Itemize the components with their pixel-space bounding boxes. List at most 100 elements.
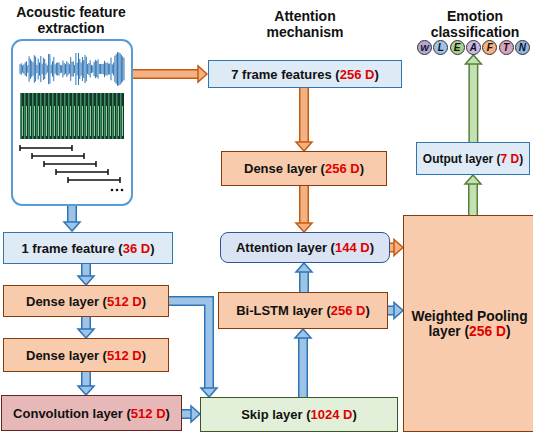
text-part: Convolution layer (: [13, 406, 131, 421]
text-part: 1 frame feature (: [22, 241, 123, 256]
wave-stroke: [69, 64, 70, 73]
arrow-head: [295, 329, 311, 338]
arrow-fill: [300, 338, 307, 397]
text-part: Bi-LSTM layer (: [236, 303, 331, 318]
arrow-outline: [299, 272, 309, 292]
arrow-outline: [133, 69, 198, 79]
input-panel: [12, 40, 132, 205]
text-part: 7 frame features (: [231, 67, 339, 82]
wave-stroke: [121, 55, 122, 83]
layer-box: Skip layer (1024 D): [200, 397, 398, 432]
arrow-outline: [81, 317, 91, 329]
wave-stroke: [116, 54, 117, 84]
arrow-head: [465, 55, 481, 64]
arrow-fill: [169, 301, 209, 388]
text-part: Dense layer (: [26, 294, 107, 309]
connector-arrow: [296, 263, 312, 292]
wave-stroke: [90, 60, 91, 77]
emotion-letter: L: [438, 42, 444, 53]
wave-stroke: [124, 58, 125, 81]
text-part: ): [374, 67, 378, 82]
frame-window: [20, 147, 72, 149]
wave-stroke: [95, 60, 96, 78]
wave-stroke: [78, 53, 79, 85]
wave-stroke: [98, 59, 99, 78]
connector-arrow: [465, 55, 481, 142]
wave-stroke: [85, 55, 86, 83]
layer-label: Skip layer (1024 D): [241, 407, 357, 422]
arrow-head: [198, 66, 207, 82]
arrow-outline: [468, 184, 478, 215]
text-part: Attention layer (: [236, 240, 335, 255]
arrow-fill: [470, 64, 477, 142]
wave-stroke: [39, 62, 40, 75]
wave-stroke: [51, 65, 52, 74]
text-part: ): [166, 406, 170, 421]
wave-stroke: [26, 61, 27, 76]
layer-box: Dense layer (256 D): [221, 151, 387, 186]
wave-stroke: [31, 61, 32, 77]
column-title: Emotion classification: [418, 8, 532, 40]
connector-arrow: [295, 329, 311, 397]
frame-windows: [20, 145, 120, 183]
wave-stroke: [56, 63, 57, 75]
wave-stroke: [49, 54, 50, 84]
wave-stroke: [74, 65, 75, 73]
wave-stroke: [62, 61, 63, 78]
wave-stroke: [55, 64, 56, 73]
wave-stroke: [111, 58, 112, 81]
arrow-fill: [69, 206, 76, 222]
connector-arrow: [388, 303, 403, 319]
wave-stroke: [77, 63, 78, 76]
wave-stroke: [59, 62, 60, 75]
layer-box: Output layer (7 D): [416, 142, 530, 175]
dimension-number: 1024 D: [311, 407, 353, 422]
emotion-circle: W: [417, 40, 432, 55]
wave-stroke: [88, 63, 89, 75]
text-part: ): [370, 240, 374, 255]
arrow-head: [201, 388, 217, 397]
column-title: Acoustic feature extraction: [0, 4, 142, 36]
dimension-number: 256 D: [469, 324, 506, 339]
wave-stroke: [61, 65, 62, 73]
frame-tick: [83, 153, 85, 159]
frame-window: [68, 179, 120, 181]
wave-stroke: [60, 65, 61, 73]
layer-box: Attention layer (144 D): [220, 232, 390, 263]
arrow-head: [64, 222, 80, 231]
frame-window: [44, 163, 96, 165]
wave-stroke: [30, 59, 31, 79]
column-title: Attention mechanism: [240, 8, 370, 40]
text-part: Output layer (: [423, 152, 501, 166]
wave-stroke: [33, 62, 34, 76]
wave-stroke: [83, 60, 84, 78]
dimension-number: 7 D: [501, 152, 520, 166]
connector-arrow: [78, 264, 94, 285]
dimension-number: 256 D: [325, 161, 360, 176]
wave-stroke: [47, 65, 48, 72]
connector-arrow: [465, 175, 481, 215]
layer-box: Dense layer (512 D): [3, 338, 169, 372]
layer-box: 7 frame features (256 D): [208, 60, 402, 88]
frame-tick: [95, 161, 97, 167]
arrow-outline: [299, 88, 309, 142]
arrow-fill: [83, 317, 90, 329]
arrow-outline: [298, 338, 308, 397]
wave-stroke: [20, 64, 21, 74]
connector-arrow: [78, 317, 94, 338]
emotion-letter: A: [470, 42, 477, 53]
arrow-head: [296, 142, 312, 151]
wave-stroke: [43, 58, 44, 80]
wave-stroke: [46, 64, 47, 75]
wave-stroke: [29, 56, 30, 81]
frame-window: [56, 171, 108, 173]
frame-window: [32, 155, 84, 157]
wave-stroke: [68, 63, 69, 75]
wave-stroke: [52, 61, 53, 76]
wave-stroke: [113, 63, 114, 76]
arrow-outline: [299, 186, 309, 223]
wave-stroke: [122, 56, 123, 81]
layer-box: Weighted Pooling layer (256 D): [403, 215, 533, 432]
arrow-fill: [301, 272, 308, 292]
arrow-fill: [83, 372, 90, 386]
